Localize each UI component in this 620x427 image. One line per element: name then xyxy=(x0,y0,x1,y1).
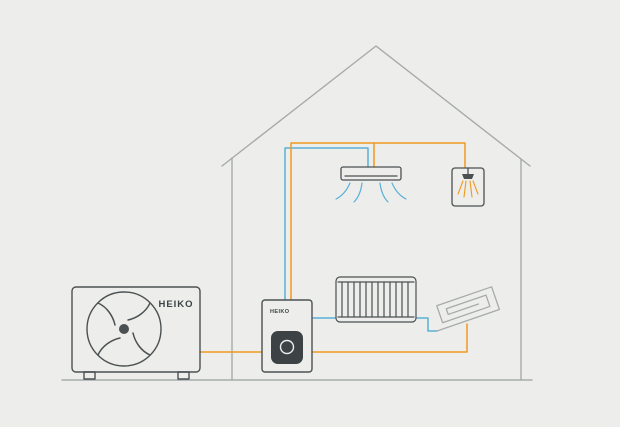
fan-hub xyxy=(119,324,129,334)
fan-ring xyxy=(86,291,162,367)
shower-spray-icon xyxy=(457,180,479,198)
indoor-unit-control-panel xyxy=(271,331,303,364)
cassette-body xyxy=(340,166,402,181)
indoor-unit-dial-icon xyxy=(279,339,295,355)
pipe-blue-to-ceiling-cassette xyxy=(284,147,369,301)
roof-line xyxy=(221,45,531,167)
radiator-unit xyxy=(335,276,417,323)
radiator-fins xyxy=(341,281,409,318)
outdoor-unit-foot-left xyxy=(83,371,96,380)
underfloor-heating-coil-icon xyxy=(436,286,501,332)
indoor-unit xyxy=(261,299,313,373)
pipes-hot-circuit xyxy=(199,142,468,353)
outdoor-unit-brand-label: HEIKO xyxy=(158,299,193,310)
ceiling-cassette-unit xyxy=(340,166,402,181)
shower-head-icon xyxy=(462,174,474,179)
fan-blades-icon xyxy=(97,302,151,356)
pipe-orange-to-floor-heating xyxy=(311,323,468,353)
pipe-blue-to-floor-heating xyxy=(415,317,438,332)
shower-unit xyxy=(451,167,485,207)
cassette-airflow-icon xyxy=(335,182,407,203)
outdoor-unit-body xyxy=(71,286,201,373)
indoor-unit-brand-label: HEIKO xyxy=(270,309,290,315)
pipe-orange-to-shower xyxy=(290,142,466,301)
pipes-cold-circuit xyxy=(284,147,438,332)
outdoor-unit xyxy=(71,286,201,380)
outdoor-unit-foot-right xyxy=(177,371,190,380)
house-outline xyxy=(61,45,533,381)
